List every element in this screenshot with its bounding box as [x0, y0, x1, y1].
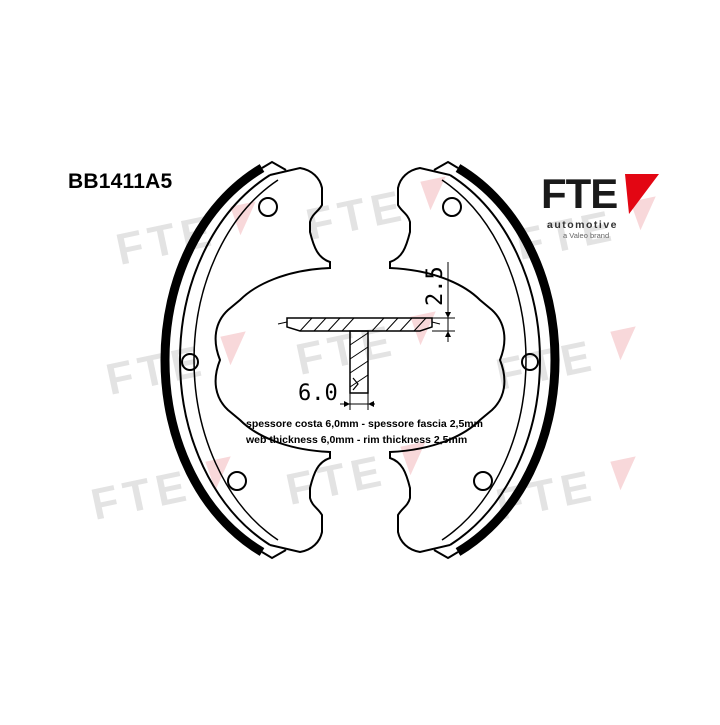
watermark-mark: FTE — [282, 441, 426, 515]
spec-line-italian: spessore costa 6,0mm - spessore fascia 2… — [246, 418, 483, 430]
left-shoe-body — [214, 166, 331, 554]
right-web-arc — [441, 179, 527, 541]
svg-text:FTE: FTE — [302, 181, 411, 250]
right-bottom-tab — [433, 549, 459, 560]
svg-text:FTE: FTE — [87, 461, 196, 530]
rim-thickness-label: 2.5 — [423, 266, 448, 306]
web-thickness-label: 6.0 — [298, 381, 338, 406]
logo-subtitle: automotive — [547, 219, 619, 231]
section-break-mark — [352, 377, 359, 391]
section-rim-hatch — [299, 317, 427, 332]
watermark-mark: FTE — [112, 201, 256, 275]
svg-text:FTE: FTE — [492, 331, 601, 400]
left-web-arc — [193, 179, 279, 541]
cross-section-detail — [277, 262, 455, 410]
left-hole-top — [258, 197, 278, 217]
watermark-mark: FTE — [102, 331, 246, 405]
svg-text:FTE: FTE — [492, 461, 601, 530]
right-top-tab — [433, 160, 459, 171]
logo-wordmark: FTE — [541, 170, 618, 217]
svg-text:FTE: FTE — [282, 446, 391, 515]
watermark-mark: FTE — [492, 326, 636, 400]
part-number: BB1411A5 — [68, 170, 173, 193]
section-web-hatch — [349, 332, 369, 388]
logo-arrow-icon — [625, 174, 659, 214]
right-rim — [449, 174, 542, 546]
section-web — [349, 330, 369, 394]
brand-logo: FTE automotive a Valeo brand — [541, 172, 661, 242]
right-shoe-body — [389, 166, 506, 554]
left-hole-bottom — [227, 471, 247, 491]
left-top-tab — [261, 160, 287, 171]
left-hole-middle — [181, 353, 199, 371]
logo-tagline: a Valeo brand — [563, 231, 610, 240]
left-bottom-tab — [261, 549, 287, 560]
spec-line-english: web thickness 6,0mm - rim thickness 2,5m… — [246, 434, 468, 446]
left-brake-shoe — [160, 160, 331, 560]
right-hole-bottom — [473, 471, 493, 491]
left-lining — [160, 164, 265, 556]
left-rim — [178, 174, 271, 546]
watermark-mark: FTE — [302, 176, 446, 250]
right-lining — [455, 164, 560, 556]
right-hole-middle — [521, 353, 539, 371]
right-brake-shoe — [389, 160, 560, 560]
right-hole-top — [442, 197, 462, 217]
